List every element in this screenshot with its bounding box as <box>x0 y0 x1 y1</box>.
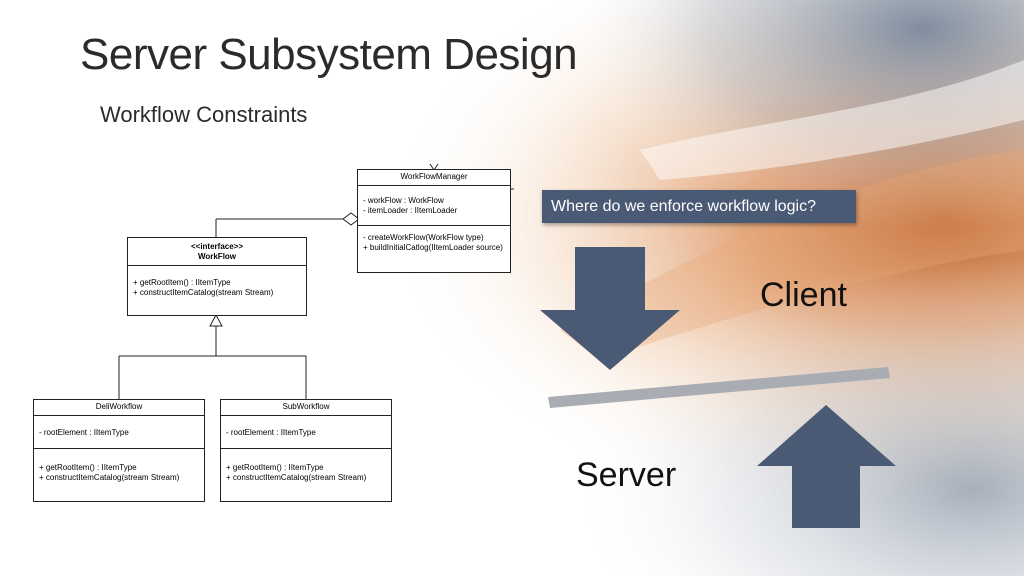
class-name: DeliWorkflow <box>34 400 204 416</box>
class-methods: - createWorkFlow(WorkFlow type) + buildI… <box>358 226 510 257</box>
method: + buildInitialCatlog(IItemLoader source) <box>363 243 503 252</box>
interface-header: <<interface>> WorkFlow <box>128 238 306 266</box>
method: - createWorkFlow(WorkFlow type) <box>363 233 484 242</box>
up-arrow-icon <box>757 405 896 528</box>
class-attributes: - rootElement : IItemType <box>221 416 391 449</box>
attribute: - itemLoader : IItemLoader <box>363 206 458 215</box>
method: + getRootItem() : IItemType <box>226 463 324 472</box>
method: + constructItemCatalog(stream Stream) <box>39 473 180 482</box>
class-methods: + getRootItem() : IItemType + constructI… <box>34 449 204 487</box>
down-arrow-icon <box>540 247 680 370</box>
attribute: - workFlow : WorkFlow <box>363 196 444 205</box>
method: + constructItemCatalog(stream Stream) <box>133 288 274 297</box>
slide-subtitle: Workflow Constraints <box>100 102 308 127</box>
server-label: Server <box>576 456 677 494</box>
class-name: SubWorkflow <box>221 400 391 416</box>
class-methods: + getRootItem() : IItemType + constructI… <box>221 449 391 487</box>
class-name: WorkFlow <box>197 252 237 261</box>
method: + getRootItem() : IItemType <box>39 463 137 472</box>
class-attributes: - rootElement : IItemType <box>34 416 204 449</box>
class-methods: + getRootItem() : IItemType + constructI… <box>128 266 306 302</box>
attribute: - rootElement : IItemType <box>39 428 129 437</box>
class-workflowmanager: WorkFlowManager - workFlow : WorkFlow - … <box>357 169 511 273</box>
question-callout: Where do we enforce workflow logic? <box>542 190 856 223</box>
interface-workflow: <<interface>> WorkFlow + getRootItem() :… <box>127 237 307 316</box>
divider-bar <box>548 367 890 408</box>
class-subworkflow: SubWorkflow - rootElement : IItemType + … <box>220 399 392 502</box>
client-label: Client <box>760 276 847 314</box>
stereotype-label: <<interface>> <box>190 242 244 251</box>
method: + getRootItem() : IItemType <box>133 278 231 287</box>
attribute: - rootElement : IItemType <box>226 428 316 437</box>
class-name: WorkFlowManager <box>358 170 510 186</box>
class-attributes: - workFlow : WorkFlow - itemLoader : IIt… <box>358 186 510 226</box>
method: + constructItemCatalog(stream Stream) <box>226 473 367 482</box>
slide-title: Server Subsystem Design <box>80 30 578 79</box>
class-deliworkflow: DeliWorkflow - rootElement : IItemType +… <box>33 399 205 502</box>
